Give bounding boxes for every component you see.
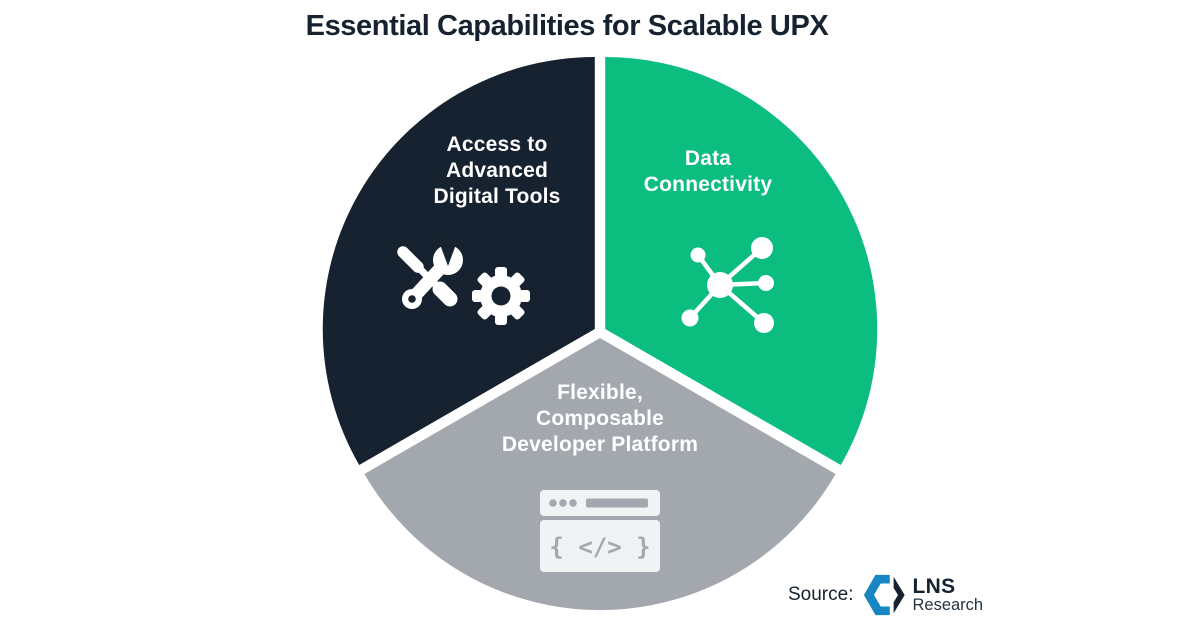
segment-developer-platform (364, 338, 836, 611)
label-line: Digital Tools (433, 185, 561, 208)
gear-hole (491, 286, 511, 306)
browser-dot (549, 499, 557, 507)
logo-chevron (894, 576, 906, 614)
segment-label-developer-platform: Flexible, Composable Developer Platform (475, 380, 725, 458)
segment-label-data-connectivity: Data Connectivity (598, 146, 818, 198)
source-attribution: Source: LNS Research (788, 570, 983, 620)
browser-dot (569, 499, 577, 507)
lns-logo-icon (864, 574, 906, 616)
network-node (758, 275, 774, 291)
browser-addressbar (586, 498, 648, 508)
screwdriver-handle (432, 281, 458, 307)
gear-icon (472, 267, 530, 325)
segment-data-connectivity (605, 57, 878, 465)
label-line: Advanced (446, 159, 548, 182)
page-title: Essential Capabilities for Scalable UPX (305, 10, 829, 42)
label-line: Access to (446, 133, 548, 156)
wrench-head-notch (438, 239, 458, 266)
network-hub-node (707, 272, 733, 298)
network-node (754, 313, 774, 333)
network-node (681, 309, 699, 327)
label-line: Connectivity (643, 173, 773, 196)
browser-dot (559, 499, 567, 507)
label-line: Composable (535, 407, 665, 430)
code-text: { </> } (549, 533, 650, 561)
tools-icon (397, 239, 530, 325)
browser-body (540, 520, 660, 572)
network-icon (681, 237, 774, 333)
logo-brand-sub: Research (912, 596, 984, 614)
logo-brand-name: LNS (912, 575, 956, 598)
network-node (690, 247, 706, 263)
label-line: Data (684, 147, 732, 170)
wrench-end-hole (408, 295, 416, 303)
source-label: Source: (788, 584, 854, 605)
label-line: Developer Platform (501, 433, 699, 456)
network-node (751, 237, 773, 259)
label-line: Flexible, (557, 381, 643, 404)
logo-hex-bracket (864, 574, 891, 616)
code-window-icon: { </> } (540, 490, 660, 572)
logo-brand: LNS Research (912, 576, 983, 614)
segment-label-digital-tools: Access to Advanced Digital Tools (387, 132, 607, 210)
